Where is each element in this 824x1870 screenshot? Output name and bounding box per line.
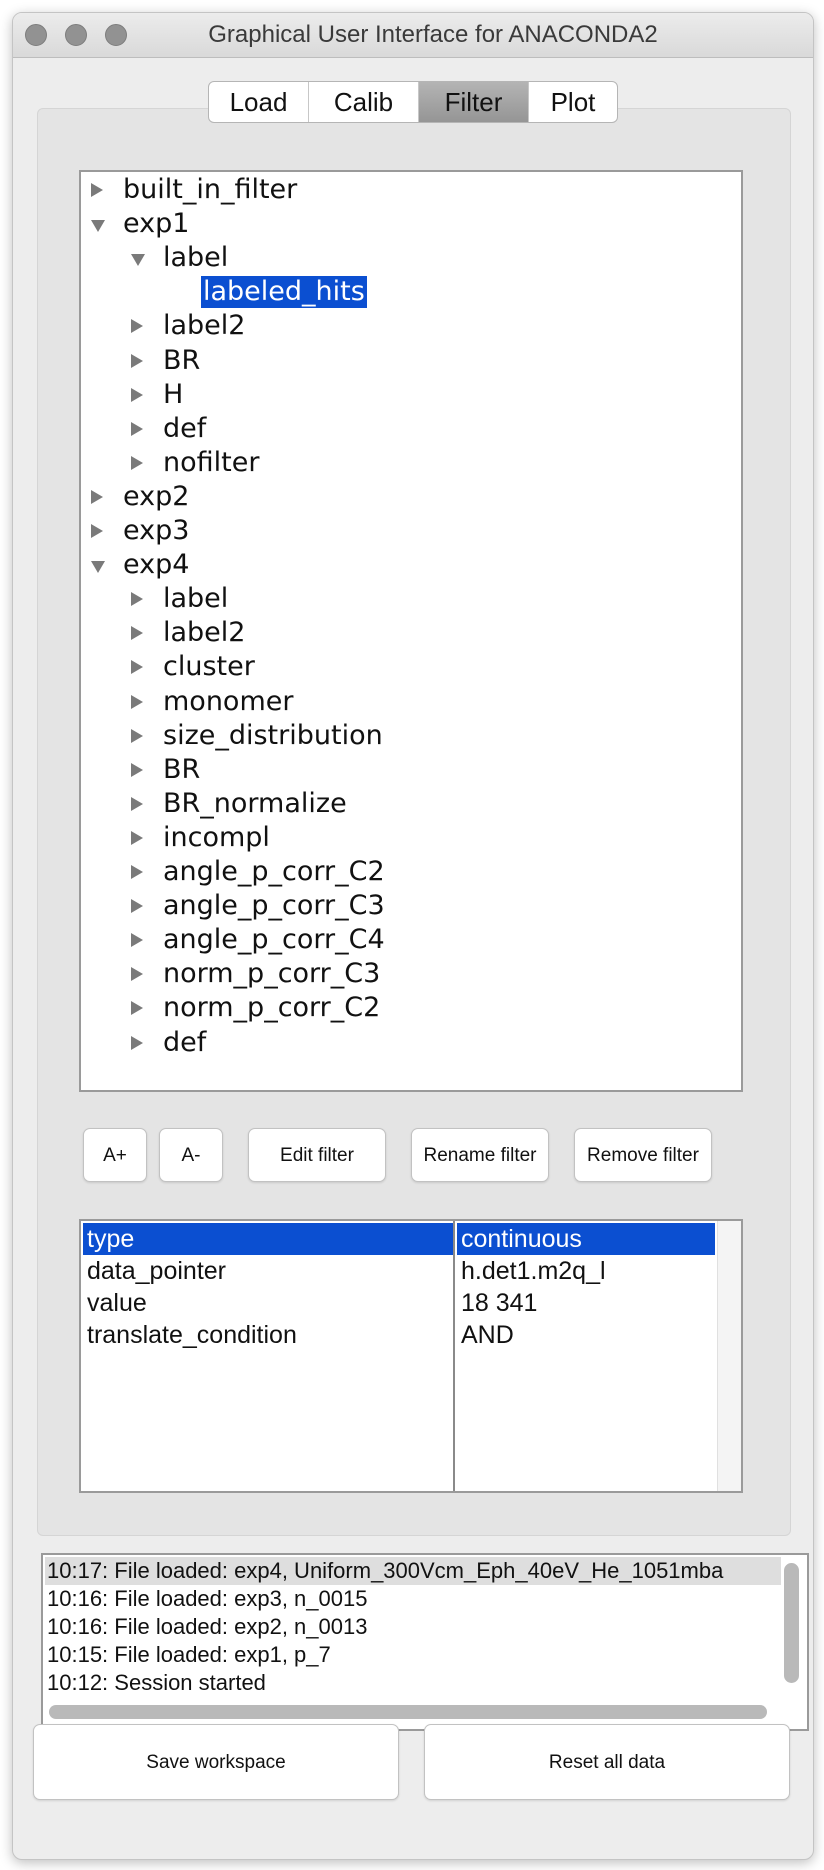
- log-entry: 10:12: Session started: [47, 1670, 266, 1695]
- tree-node-label: BR: [163, 753, 201, 785]
- rename-filter-button[interactable]: Rename filter: [411, 1128, 549, 1182]
- font-decrease-button[interactable]: A-: [159, 1128, 223, 1182]
- property-key: translate_condition: [87, 1321, 297, 1349]
- column-divider[interactable]: [453, 1221, 455, 1491]
- app-window: Graphical User Interface for ANACONDA2 L…: [12, 12, 814, 1860]
- tree-node-label: built_in_filter: [123, 174, 298, 205]
- tab-filter[interactable]: Filter: [419, 82, 529, 122]
- log-vertical-scrollbar[interactable]: [784, 1563, 799, 1683]
- reset-all-data-button[interactable]: Reset all data: [424, 1724, 790, 1800]
- tree-node-label: exp2: [123, 480, 190, 512]
- tree-node-label: label: [163, 242, 229, 274]
- tree-node-label: labeled_hits: [201, 276, 367, 309]
- collapsed-arrow-icon[interactable]: [91, 183, 103, 197]
- expanded-arrow-icon[interactable]: [91, 220, 105, 233]
- tree-node-label: exp1: [123, 208, 190, 240]
- collapsed-arrow-icon[interactable]: [131, 387, 143, 402]
- collapsed-arrow-icon[interactable]: [131, 421, 143, 436]
- tree-node-label: monomer: [163, 685, 294, 717]
- font-increase-button[interactable]: A+: [83, 1128, 147, 1182]
- close-window-button[interactable]: [25, 24, 47, 46]
- collapsed-arrow-icon[interactable]: [131, 933, 143, 948]
- tree-node-label: nofilter: [163, 446, 260, 478]
- tab-bar: Load Calib Filter Plot: [208, 81, 618, 123]
- log-entry: 10:17: File loaded: exp4, Uniform_300Vcm…: [45, 1557, 781, 1585]
- expanded-arrow-icon[interactable]: [91, 561, 105, 574]
- property-row[interactable]: value 18 341: [81, 1287, 715, 1319]
- tree-node-label: norm_p_corr_C3: [163, 958, 381, 990]
- collapsed-arrow-icon[interactable]: [131, 967, 143, 982]
- collapsed-arrow-icon[interactable]: [131, 455, 143, 470]
- tree-node-label: H: [163, 378, 184, 410]
- property-value[interactable]: 18 341: [461, 1289, 538, 1317]
- tree-node-label: def: [163, 1026, 207, 1058]
- log-horizontal-scrollbar[interactable]: [49, 1705, 767, 1719]
- collapsed-arrow-icon[interactable]: [91, 489, 103, 504]
- zoom-window-button[interactable]: [105, 24, 127, 46]
- tree-node-label: label2: [163, 617, 246, 649]
- collapsed-arrow-icon[interactable]: [131, 796, 143, 811]
- property-key: data_pointer: [87, 1257, 227, 1285]
- tree-node-label: size_distribution: [163, 719, 383, 751]
- property-value[interactable]: h.det1.m2q_l: [461, 1257, 606, 1285]
- log-entry: 10:15: File loaded: exp1, p_7: [47, 1642, 331, 1667]
- tree-node-label: BR_normalize: [163, 787, 347, 819]
- log-panel[interactable]: 10:12: Session started 10:15: File loaded…: [41, 1553, 809, 1731]
- tree-node-label: BR: [163, 344, 201, 376]
- collapsed-arrow-icon[interactable]: [131, 728, 143, 743]
- tab-calib[interactable]: Calib: [309, 82, 419, 122]
- title-bar[interactable]: Graphical User Interface for ANACONDA2: [13, 13, 813, 58]
- tab-plot[interactable]: Plot: [550, 87, 596, 117]
- remove-filter-button[interactable]: Remove filter: [574, 1128, 712, 1182]
- tree-node-label: cluster: [163, 651, 255, 683]
- tree-node-label: def: [163, 412, 207, 444]
- property-value[interactable]: continuous: [457, 1223, 715, 1255]
- collapsed-arrow-icon[interactable]: [131, 660, 143, 675]
- property-row[interactable]: data_pointer h.det1.m2q_l: [81, 1255, 715, 1287]
- tab-load[interactable]: Load: [209, 82, 309, 122]
- collapsed-arrow-icon[interactable]: [91, 524, 103, 538]
- tree-node-label: angle_p_corr_C4: [163, 924, 385, 956]
- save-workspace-button[interactable]: Save workspace: [33, 1724, 399, 1800]
- tree-node-label: angle_p_corr_C3: [163, 890, 385, 922]
- collapsed-arrow-icon[interactable]: [131, 899, 143, 914]
- properties-scrollbar[interactable]: [717, 1221, 741, 1491]
- tree-node-label: label: [163, 583, 229, 615]
- expanded-arrow-icon[interactable]: [131, 254, 145, 267]
- tree-node-label: exp4: [123, 549, 190, 581]
- collapsed-arrow-icon[interactable]: [131, 319, 143, 334]
- property-row[interactable]: translate_condition AND: [81, 1319, 715, 1351]
- collapsed-arrow-icon[interactable]: [131, 592, 143, 607]
- property-key: type: [83, 1223, 453, 1255]
- tree-node-label: norm_p_corr_C2: [163, 992, 381, 1024]
- minimize-window-button[interactable]: [65, 24, 87, 46]
- collapsed-arrow-icon[interactable]: [131, 865, 143, 879]
- collapsed-arrow-icon[interactable]: [131, 1035, 143, 1050]
- log-entry: 10:16: File loaded: exp2, n_0013: [47, 1614, 368, 1639]
- collapsed-arrow-icon[interactable]: [131, 830, 143, 845]
- tree-node-label: label2: [163, 310, 246, 342]
- edit-filter-button[interactable]: Edit filter: [248, 1128, 386, 1182]
- tree-node-label: angle_p_corr_C2: [163, 856, 385, 887]
- collapsed-arrow-icon[interactable]: [131, 762, 143, 777]
- window-title: Graphical User Interface for ANACONDA2: [208, 21, 658, 48]
- log-entry: 10:16: File loaded: exp3, n_0015: [47, 1586, 368, 1611]
- tree-node-label: incompl: [163, 821, 270, 853]
- collapsed-arrow-icon[interactable]: [131, 1001, 143, 1016]
- property-value[interactable]: AND: [461, 1321, 514, 1349]
- property-key: value: [87, 1289, 147, 1317]
- tree-node-label: exp3: [123, 515, 190, 546]
- collapsed-arrow-icon[interactable]: [131, 353, 143, 368]
- collapsed-arrow-icon[interactable]: [131, 694, 143, 709]
- collapsed-arrow-icon[interactable]: [131, 626, 143, 641]
